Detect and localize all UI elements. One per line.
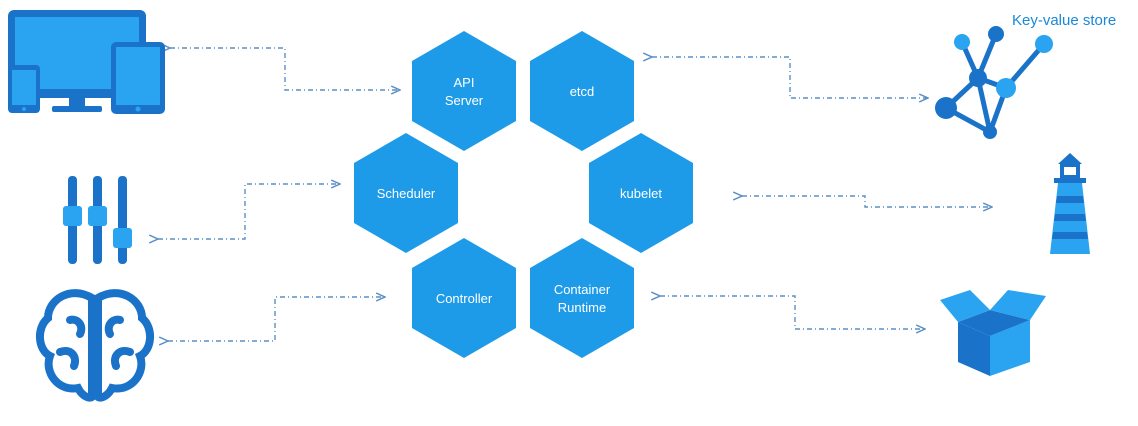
box-icon	[940, 290, 1046, 376]
kubelet-label-line: kubelet	[620, 186, 662, 201]
container-runtime-label-line: Runtime	[558, 300, 606, 315]
component-kubelet: kubelet	[589, 133, 693, 253]
network-icon	[935, 26, 1053, 139]
component-scheduler: Scheduler	[354, 133, 458, 253]
component-etcd: etcd	[530, 31, 634, 151]
connector-etcd-store	[652, 57, 928, 98]
connector-runtime-box	[660, 296, 925, 329]
connector-kubelet-lighthouse	[742, 196, 992, 207]
scheduler-hexagon	[354, 133, 458, 253]
scheduler-label-line: Scheduler	[377, 186, 436, 201]
api-server-label-line: Server	[445, 93, 484, 108]
key-value-store-label: Key-value store	[1012, 12, 1117, 29]
controller-label-line: Controller	[436, 291, 493, 306]
connector-sliders-scheduler	[158, 184, 340, 239]
kubelet-hexagon	[589, 133, 693, 253]
devices-icon	[8, 10, 165, 114]
etcd-hexagon	[530, 31, 634, 151]
container-runtime-label-line: Container	[554, 282, 611, 297]
lighthouse-icon	[1050, 153, 1090, 254]
component-api-server: API Server	[412, 31, 516, 151]
controller-hexagon	[412, 238, 516, 358]
component-controller: Controller	[412, 238, 516, 358]
container-runtime-hexagon	[530, 238, 634, 358]
connector-brain-controller	[168, 297, 385, 341]
brain-icon	[36, 289, 154, 402]
sliders-icon	[63, 176, 132, 264]
api-server-label-line: API	[454, 75, 475, 90]
api-server-hexagon	[412, 31, 516, 151]
connector-devices-api	[170, 48, 400, 90]
etcd-label-line: etcd	[570, 84, 595, 99]
